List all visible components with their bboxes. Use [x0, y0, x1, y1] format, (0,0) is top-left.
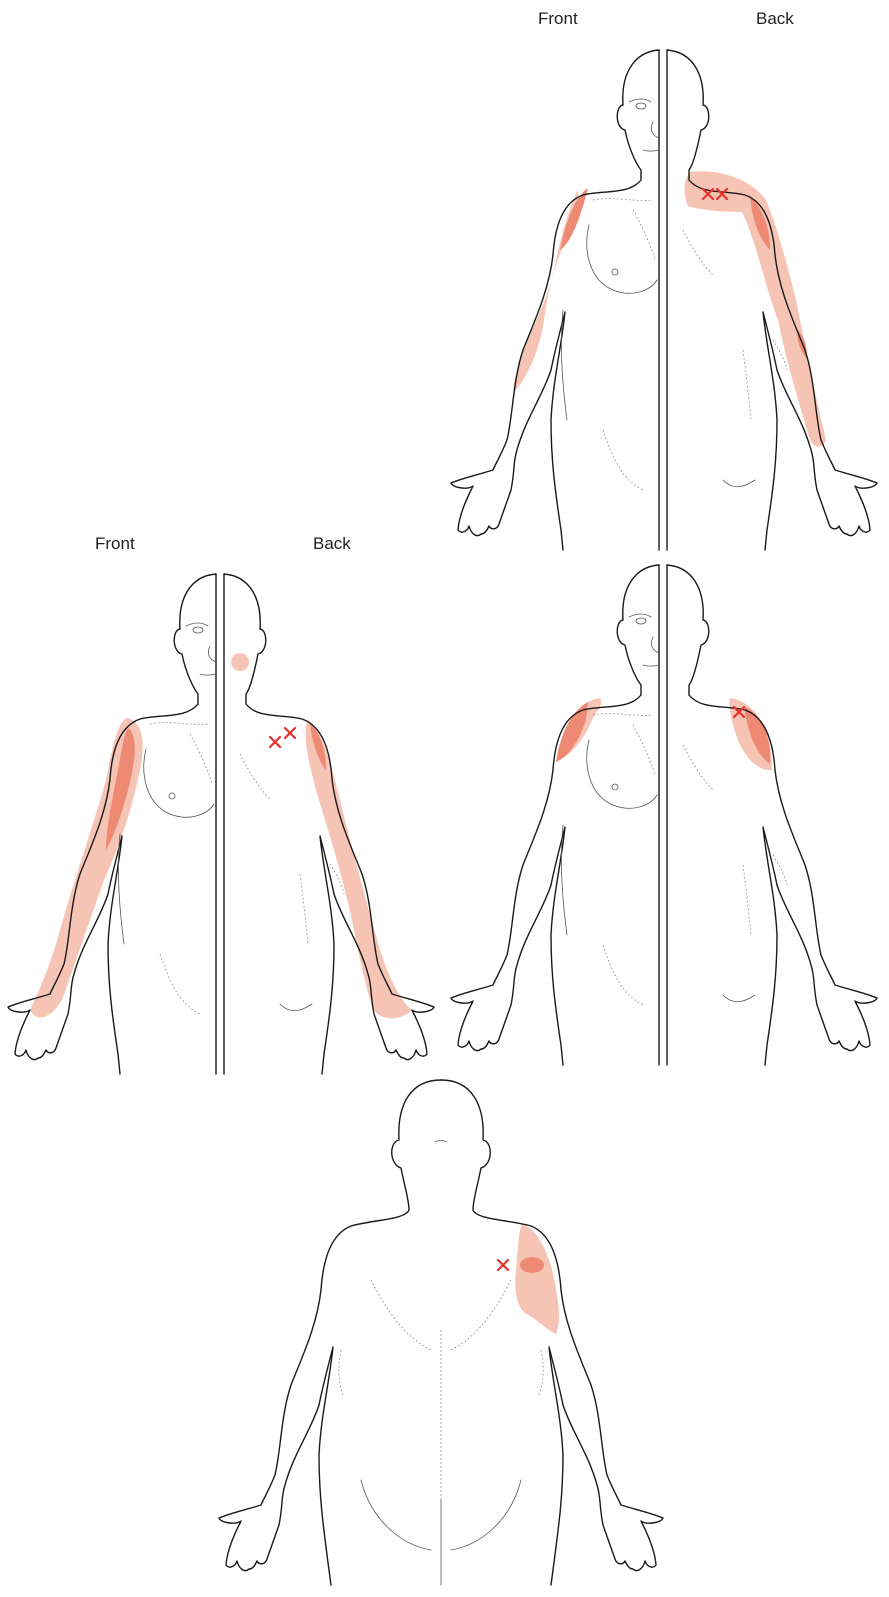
trigger-point-marker [270, 737, 280, 747]
figure2-trigger-points [270, 728, 295, 747]
figure1-back-label: Back [756, 9, 794, 28]
figure1-pain-pattern [513, 171, 826, 447]
figure4-body-outline [219, 1080, 663, 1585]
figure4-pain-light [515, 1224, 559, 1334]
figure4-pain-dark [520, 1257, 544, 1273]
figure2-pain-pattern [30, 653, 412, 1018]
figure2-back-label: Back [313, 534, 351, 553]
figure1-front-label: Front [538, 9, 578, 28]
figure2-front-label: Front [95, 534, 135, 553]
figure3-body-outline [451, 565, 877, 1065]
figure4-trigger-points [498, 1260, 508, 1270]
trigger-point-marker [285, 728, 295, 738]
trigger-point-marker [498, 1260, 508, 1270]
figure2-pain-light-back [306, 720, 412, 1018]
figure1-pain-dark [560, 188, 588, 250]
figure1-body-outline [451, 50, 877, 550]
figure2-pain-neck [231, 653, 249, 671]
figure4-pain-pattern [515, 1224, 559, 1334]
